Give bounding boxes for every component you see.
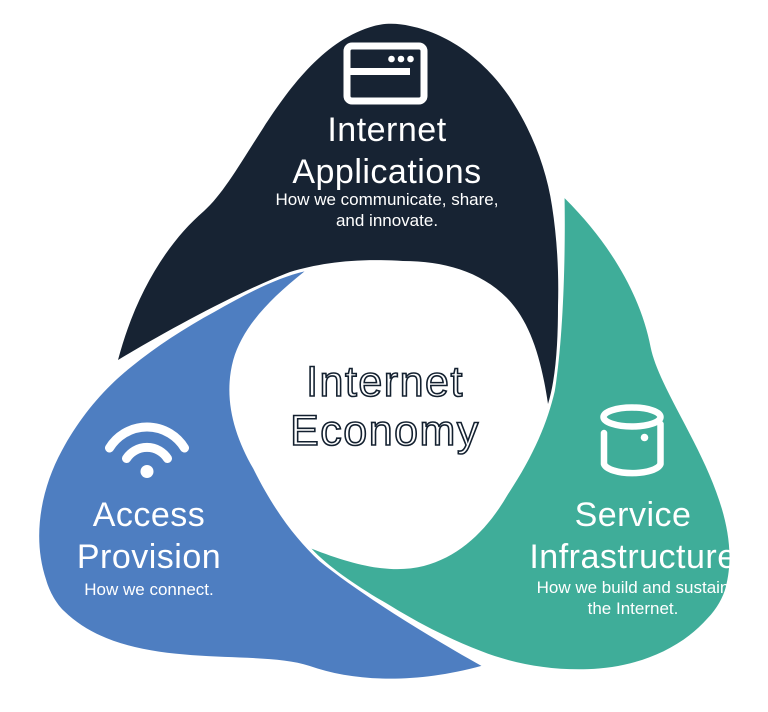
- title-line: Infrastructure: [529, 538, 737, 576]
- title-line: Access: [92, 496, 206, 534]
- center-title: Internet Economy: [234, 357, 536, 456]
- title-line: Internet: [327, 111, 447, 149]
- service-infrastructure-subtitle: How we build and sustain the Internet.: [482, 577, 768, 619]
- subtitle-line: How we build and sustain: [536, 578, 730, 597]
- wifi-icon: [105, 422, 189, 478]
- subtitle-line: the Internet.: [587, 599, 679, 618]
- database-icon: [600, 404, 664, 477]
- segment-internet-applications-shape: [118, 23, 559, 404]
- title-line: Provision: [76, 538, 222, 576]
- browser-window-icon: [343, 42, 428, 105]
- service-infrastructure-title: Service Infrastructure: [482, 494, 768, 578]
- access-provision-title: Access Provision: [18, 494, 280, 578]
- title-line: Applications: [292, 153, 482, 191]
- segment-access-provision-shape: [39, 271, 482, 679]
- access-provision-subtitle: How we connect.: [18, 579, 280, 600]
- subtitle-line: How we connect.: [84, 580, 214, 599]
- center-title-line: Internet: [305, 357, 464, 407]
- center-title-line: Economy: [289, 406, 480, 456]
- internet-applications-subtitle: How we communicate, share, and innovate.: [234, 189, 540, 231]
- subtitle-line: How we communicate, share,: [275, 190, 499, 209]
- subtitle-line: and innovate.: [335, 211, 439, 230]
- segment-service-infrastructure-shape: [311, 198, 730, 670]
- internet-applications-title: Internet Applications: [234, 109, 540, 193]
- title-line: Service: [574, 496, 692, 534]
